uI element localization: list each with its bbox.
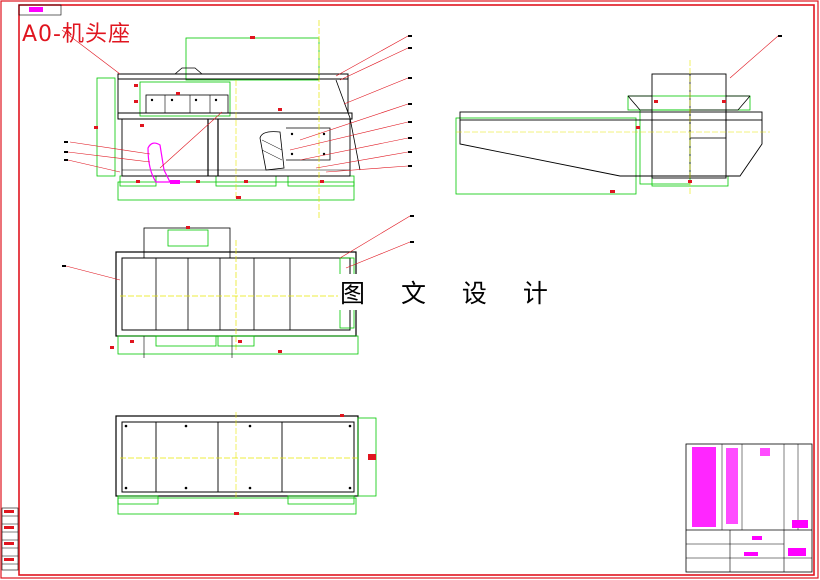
front-view xyxy=(94,20,361,218)
title-block xyxy=(685,443,813,573)
binding-strip xyxy=(1,507,19,571)
watermark-text: 图 文 设 计 xyxy=(338,274,564,310)
corner-label-box xyxy=(18,4,62,16)
front-view-leaders xyxy=(61,29,409,173)
side-view xyxy=(455,35,782,196)
bottom-view xyxy=(115,412,377,515)
drawing-title: A0-机头座 xyxy=(22,22,131,47)
front-view-leader-ends xyxy=(64,35,412,167)
corner-label-mark xyxy=(29,7,43,12)
inner-frame xyxy=(18,4,815,576)
bom-row-marks xyxy=(692,447,716,527)
